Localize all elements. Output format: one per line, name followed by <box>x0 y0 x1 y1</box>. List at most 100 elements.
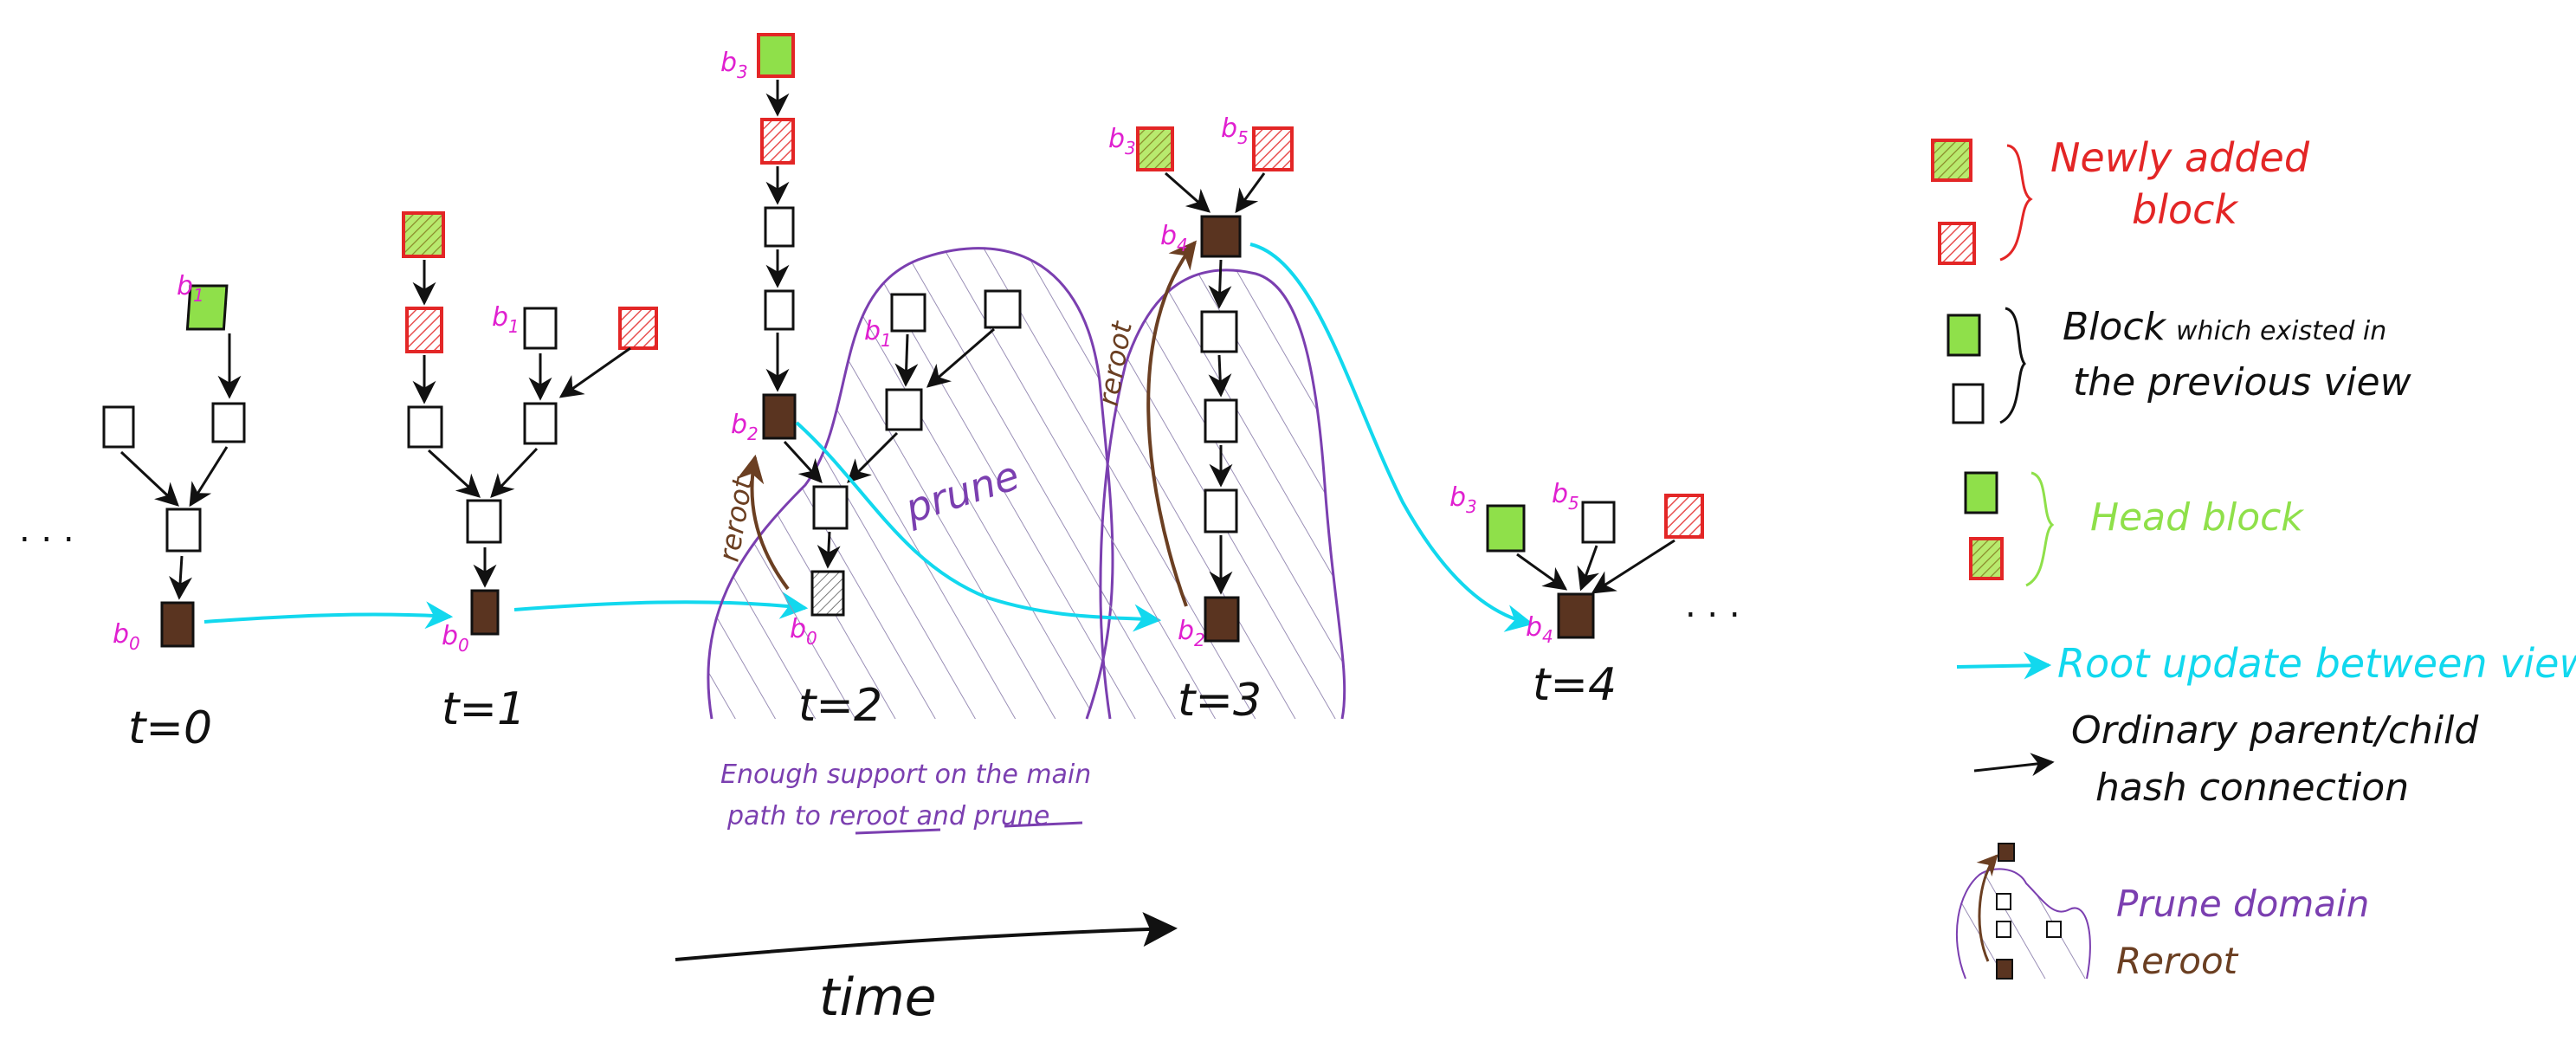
label-b3: b3 <box>720 48 748 82</box>
label-b2: b2 <box>731 410 759 444</box>
view-t3: reroot b3 b5 b4 b2 t=3 <box>1091 113 1534 727</box>
edge <box>926 327 995 388</box>
edge <box>847 431 899 483</box>
note-line-2: path to reroot and prune <box>726 801 1049 831</box>
label-b4: b4 <box>1526 612 1553 647</box>
legend-prune-domain-label: Prune domain <box>2116 883 2369 925</box>
legend-root-update-label: Root update between views <box>2057 640 2576 687</box>
block <box>984 289 1022 329</box>
edge <box>894 333 919 387</box>
block <box>211 402 246 443</box>
edge <box>189 446 229 508</box>
root-update-arrow <box>203 601 454 630</box>
edge <box>817 531 841 569</box>
block-root-b4 <box>1557 592 1595 639</box>
label-b3: b3 <box>1449 482 1477 517</box>
block <box>523 402 558 445</box>
legend-head-swatch <box>1964 471 1998 514</box>
time-label-t0: t=0 <box>128 702 212 754</box>
legend-newly-added-label-2: block <box>2132 186 2239 233</box>
time-label-t3: t=3 <box>1178 675 1262 727</box>
block <box>407 405 443 449</box>
block-head <box>1486 504 1526 553</box>
edge <box>490 447 539 498</box>
label-b3: b3 <box>1108 124 1136 158</box>
underline-prune <box>1004 821 1083 828</box>
label-b0: b0 <box>790 614 817 649</box>
legend-newly-added-label-1: Newly added <box>2050 134 2310 181</box>
block-newly-added <box>618 307 658 350</box>
block-old-root-b0 <box>810 570 845 617</box>
legend-mini-root <box>1998 843 2015 862</box>
label-b4: b4 <box>1160 221 1188 255</box>
view-t2: reroot prune b3 b1 b2 b0 t=2 <box>707 33 1162 732</box>
block <box>764 206 795 248</box>
legend-mini-old-root <box>1996 959 2013 980</box>
block-newly-added-head <box>757 33 795 78</box>
block <box>102 405 135 449</box>
view-t4: b3 b5 b4 t=4 . . . <box>1449 479 1740 711</box>
block-newly-added-head <box>402 211 445 258</box>
view-t0: . . . b1 b0 t=0 <box>19 271 246 754</box>
label-b5: b5 <box>1552 479 1579 514</box>
edge <box>558 346 631 398</box>
edge <box>783 440 823 483</box>
legend-existed-head-swatch <box>1947 314 1981 357</box>
block-newly-added <box>405 307 443 353</box>
block <box>466 499 502 544</box>
edge <box>1577 545 1599 592</box>
legend-head-label: Head block <box>2090 495 2304 540</box>
edge <box>1208 259 1232 309</box>
legend-prune-reroot-icon <box>1955 843 2091 980</box>
time-label-t4: t=4 <box>1533 659 1617 711</box>
block-root-b2 <box>762 393 797 440</box>
block <box>890 293 926 333</box>
root-update-arrow <box>1249 242 1534 632</box>
legend-existed-label-2: the previous view <box>2073 360 2412 404</box>
block <box>165 508 202 553</box>
edge <box>1165 171 1211 213</box>
legend-root-update-arrow <box>1956 651 2052 680</box>
block <box>812 485 849 530</box>
leading-dots: . . . <box>19 510 74 550</box>
time-arrow <box>675 912 1178 961</box>
legend-prune-outline <box>1955 868 2091 980</box>
legend-mini-reroot <box>1976 854 1998 962</box>
legend-mini-block <box>1996 893 2011 910</box>
time-label-t2: t=2 <box>798 680 882 732</box>
block <box>523 307 558 350</box>
underline-reroot <box>855 828 941 835</box>
block-newly-added <box>1252 126 1294 171</box>
legend-mini-block <box>2046 921 2062 938</box>
block-newly-added <box>1664 494 1704 539</box>
block-root-b0 <box>470 589 500 636</box>
edge <box>1208 354 1232 398</box>
legend-newly-added-head-swatch <box>1931 139 1972 182</box>
legend-newly-added-swatch <box>1938 222 1976 265</box>
legend-ordinary-label-2: hash connection <box>2095 766 2409 810</box>
label-b0: b0 <box>113 619 140 654</box>
legend-ordinary-label-1: Ordinary parent/child <box>2071 708 2479 753</box>
block-head <box>1136 126 1174 171</box>
label-b1: b1 <box>177 271 204 306</box>
legend-ordinary-arrow <box>1973 753 2055 777</box>
note-line-1: Enough support on the main <box>720 760 1091 790</box>
block-root-b4 <box>1200 215 1242 258</box>
block-old-root-b2 <box>1204 596 1240 643</box>
legend-head-new-swatch <box>1969 537 2004 580</box>
support-note: Enough support on the main path to reroo… <box>720 760 1091 835</box>
edge <box>1591 539 1675 594</box>
legend-brace-black <box>1999 307 2026 424</box>
legend-existed-swatch <box>1952 383 1985 424</box>
legend-reroot-label: Reroot <box>2116 940 2239 982</box>
block <box>1581 501 1616 544</box>
reroot-arrow <box>736 454 790 591</box>
reroot-arrow <box>1146 240 1197 607</box>
block <box>1204 398 1238 443</box>
edge <box>1235 172 1266 214</box>
time-label-t1: t=1 <box>442 683 526 735</box>
legend-brace-red <box>1999 144 2033 262</box>
label-b1: b1 <box>864 316 892 351</box>
